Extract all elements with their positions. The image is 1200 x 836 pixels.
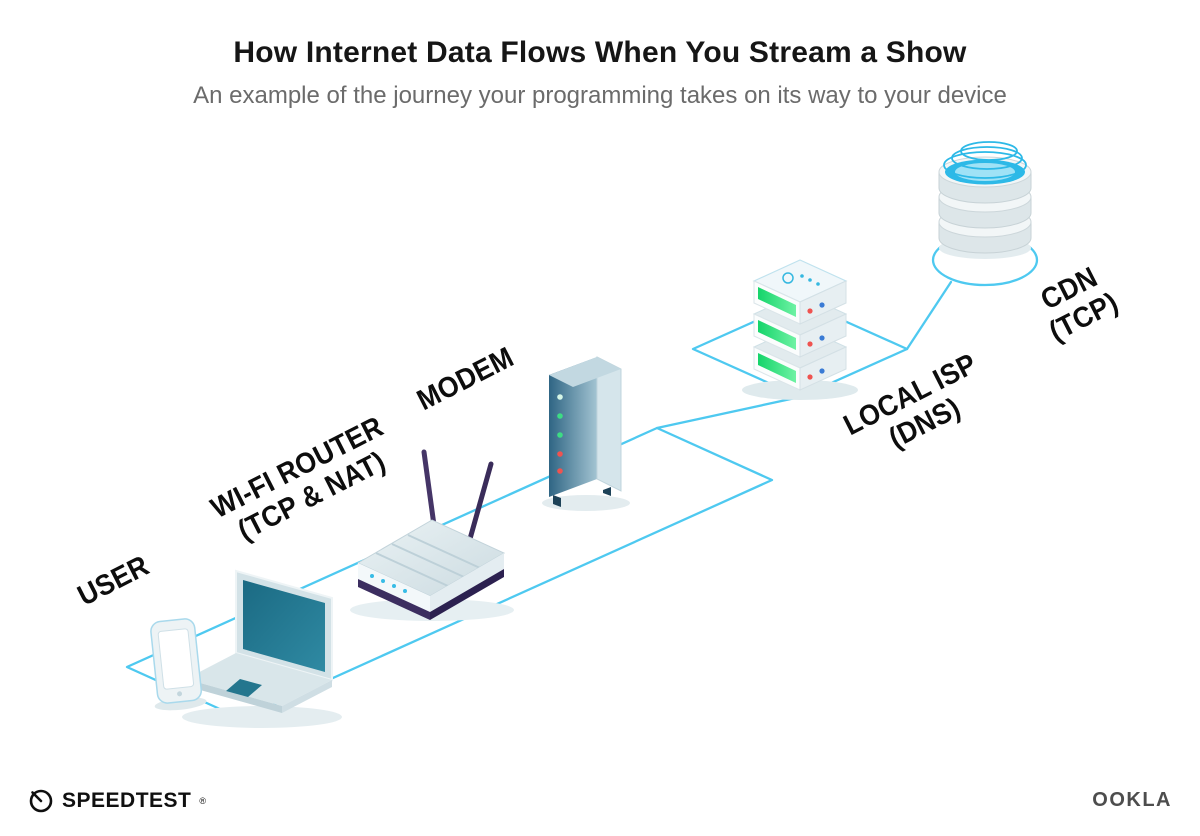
page-subtitle: An example of the journey your programmi… [193,82,1007,109]
modem-to-isp-line [655,395,802,430]
speedtest-logo: SPEEDTEST ® [28,788,206,814]
ookla-wordmark: OOKLA [1092,789,1172,811]
modem-front-face [549,357,597,497]
trademark-symbol: ® [199,796,207,806]
modem-foot [603,487,611,496]
phone-illustration [150,618,207,711]
router-antenna [465,461,494,549]
speedtest-wordmark: SPEEDTEST [62,789,192,812]
router-status-leds [370,574,407,593]
server-top-dial [782,272,794,284]
server-unit [752,259,848,325]
cdn-signal-rings [943,141,1027,179]
router-base [430,569,504,620]
isp-server-stack-illustration [742,259,858,400]
laptop-shadow [182,706,342,728]
router-side-face [430,553,504,612]
isp-to-cdn-line [905,280,953,351]
laptop-trackpad [226,679,262,697]
modem-top-face [549,357,621,387]
modem-status-leds [557,394,563,474]
laptop-side-edge [282,680,332,713]
footer: SPEEDTEST ® OOKLA [0,780,1200,816]
modem-illustration [542,356,630,511]
laptop-screen [243,580,325,672]
router-top-ridges [375,534,481,587]
phone-screen [157,628,195,690]
cdn-database-illustration [938,141,1032,259]
laptop-keyboard-deck [186,653,332,706]
router-illustration [350,449,514,621]
modem-side-face [596,356,622,492]
modem-foot [553,495,561,507]
router-base [358,579,430,620]
laptop-front-edge [186,679,282,713]
page-title: How Internet Data Flows When You Stream … [233,36,967,69]
modem-shadow [542,495,630,511]
laptop-illustration [182,569,342,728]
gauge-icon [29,789,53,813]
phone-home-button [177,691,183,697]
header: How Internet Data Flows When You Stream … [0,36,1200,110]
